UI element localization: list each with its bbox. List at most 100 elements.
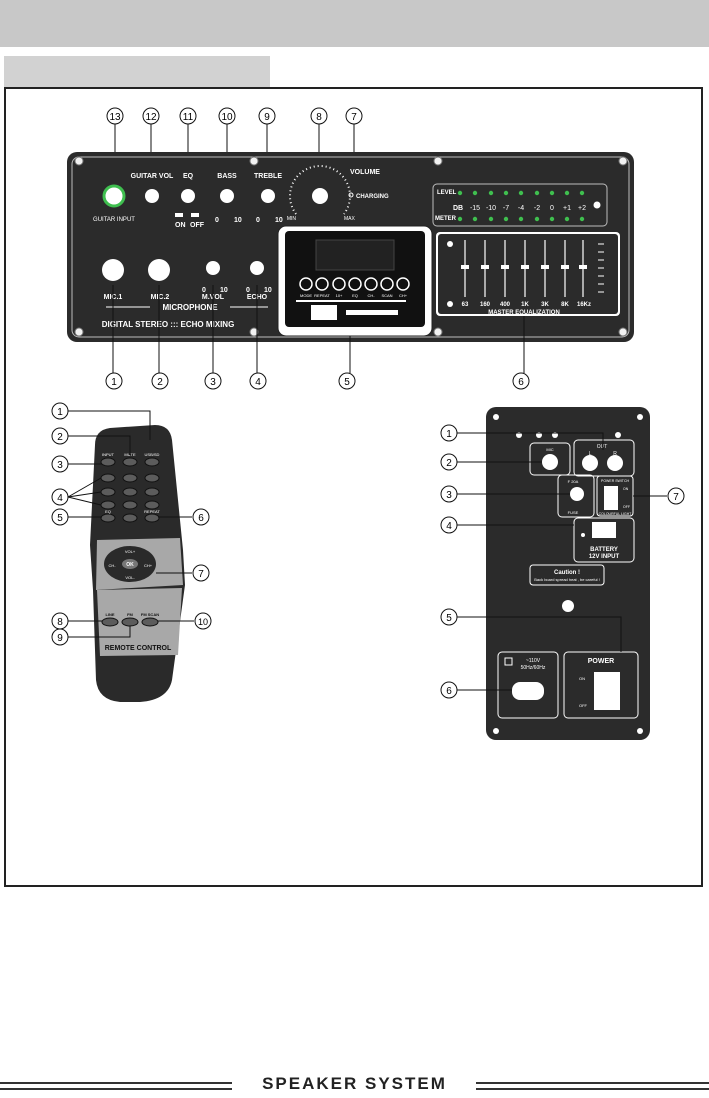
eq-switch-off-mark [191,213,199,217]
remote-callout-3: 3 [51,455,69,473]
rear-power-switch-label: POWER SWITCH [601,479,629,483]
sd-slot[interactable] [346,310,398,315]
remote-eq-button[interactable] [100,513,116,523]
usb-slot[interactable] [311,305,337,320]
ch-prev-button[interactable] [364,277,378,291]
remote-control: INPUT MUTE USB/SD EQ REPEAT OK VOL+ VOL-… [51,402,212,702]
mode-button[interactable] [299,277,313,291]
svg-text:2: 2 [57,432,63,443]
remote-callout-2: 2 [51,427,69,445]
eq-slider-8k[interactable] [561,265,569,269]
remote-key-9[interactable] [144,500,160,510]
remote-nav-cluster: OK VOL+ VOL- CH- CH+ [104,546,156,582]
volume-knob[interactable] [312,188,328,204]
remote-callout-6: 6 [192,508,210,526]
remote-voldown-label[interactable]: VOL- [125,575,135,580]
rear-out-r-jack[interactable] [607,455,623,471]
mic2-jack[interactable] [148,259,170,281]
remote-keypad [100,457,160,523]
eq-slider-1k[interactable] [521,265,529,269]
remote-line-button[interactable] [101,617,119,627]
rear-battery-port[interactable] [592,522,616,538]
ch-prev-label: CH- [367,293,375,298]
svg-text:+2: +2 [578,205,586,212]
eq-switch-on[interactable]: ON [175,222,186,229]
remote-volup-label[interactable]: VOL+ [125,549,136,554]
bass-scale-zero: 0 [215,217,219,224]
remote-callout-1: 1 [51,402,69,420]
svg-text:9: 9 [264,112,270,123]
remote-key-7[interactable] [100,500,116,510]
svg-text:6: 6 [518,377,524,388]
ten-plus-button[interactable] [332,277,346,291]
svg-text:3: 3 [57,460,63,471]
remote-key-0[interactable] [122,513,138,523]
remote-key-6[interactable] [144,487,160,497]
footer-title: SPEAKER SYSTEM [262,1074,447,1093]
content-frame [4,87,703,887]
treble-knob[interactable] [261,189,275,203]
remote-input-button[interactable] [100,457,116,467]
mvol-knob[interactable] [206,261,220,275]
rear-power-label: POWER [588,658,614,665]
eq-slider-63[interactable] [461,265,469,269]
rear-ac-inlet[interactable] [512,682,544,700]
remote-key-5[interactable] [122,487,138,497]
guitar-vol-knob[interactable] [145,189,159,203]
mic1-jack[interactable] [102,259,124,281]
svg-text:2: 2 [157,377,163,388]
rear-light-switch[interactable] [604,486,618,510]
panel-title: DIGITAL STEREO ::: ECHO MIXING [102,320,235,329]
remote-key-3[interactable] [144,473,160,483]
eq-slider-400[interactable] [501,265,509,269]
mvol-scale-zero: 0 [202,287,206,294]
rear-fuse[interactable] [570,487,584,501]
rear-battery-label: BATTERY [590,547,618,553]
guitar-input-jack[interactable] [102,184,126,208]
echo-knob[interactable] [250,261,264,275]
remote-key-2[interactable] [122,473,138,483]
remote-callouts: 1 2 3 4 5 6 7 8 9 10 [51,402,212,646]
eq-knob[interactable] [181,189,195,203]
callout-10: 10 [218,107,236,125]
eq-slider-3k[interactable] [541,265,549,269]
repeat-button[interactable] [315,277,329,291]
remote-key-8[interactable] [122,500,138,510]
led-row-top [457,190,585,196]
scan-button[interactable] [380,277,394,291]
rear-callout-7: 7 [667,487,685,505]
svg-text:10: 10 [221,112,233,123]
remote-ok-button[interactable] [122,559,138,569]
eq-label: EQ [183,173,194,180]
remote-repeat-button[interactable] [144,513,160,523]
svg-text:-4: -4 [518,205,524,212]
remote-chprev-label[interactable]: CH- [108,563,116,568]
footer-rule-left-2 [0,1088,232,1090]
callout-3: 3 [204,372,222,390]
rear-out-l-jack[interactable] [582,455,598,471]
eq-switch-off[interactable]: OFF [190,222,205,229]
bottom-callout-lines [112,285,525,373]
remote-key-4[interactable] [100,487,116,497]
rear-caution-box [529,564,605,586]
remote-usbsd-button[interactable] [144,457,160,467]
remote-mute-button[interactable] [122,457,138,467]
eq-slider-16k[interactable] [579,265,587,269]
ch-next-button[interactable] [396,277,410,291]
remote-key-1[interactable] [100,473,116,483]
player-buttons [299,277,410,291]
svg-text:4: 4 [57,493,63,504]
bass-knob[interactable] [220,189,234,203]
callout-11: 11 [179,107,197,125]
remote-chnext-label[interactable]: CH+ [144,563,153,568]
remote-fmscan-button[interactable] [141,617,159,627]
svg-text:1: 1 [111,377,117,388]
rear-mic-jack[interactable] [542,454,558,470]
eq-button[interactable] [348,277,362,291]
eq-slider-160[interactable] [481,265,489,269]
rear-mic-box [529,442,571,476]
rear-power-on: ON [579,676,585,681]
remote-fm-button[interactable] [121,617,139,627]
rear-power-switch[interactable] [594,672,620,710]
remote-callout-10: 10 [194,612,212,630]
